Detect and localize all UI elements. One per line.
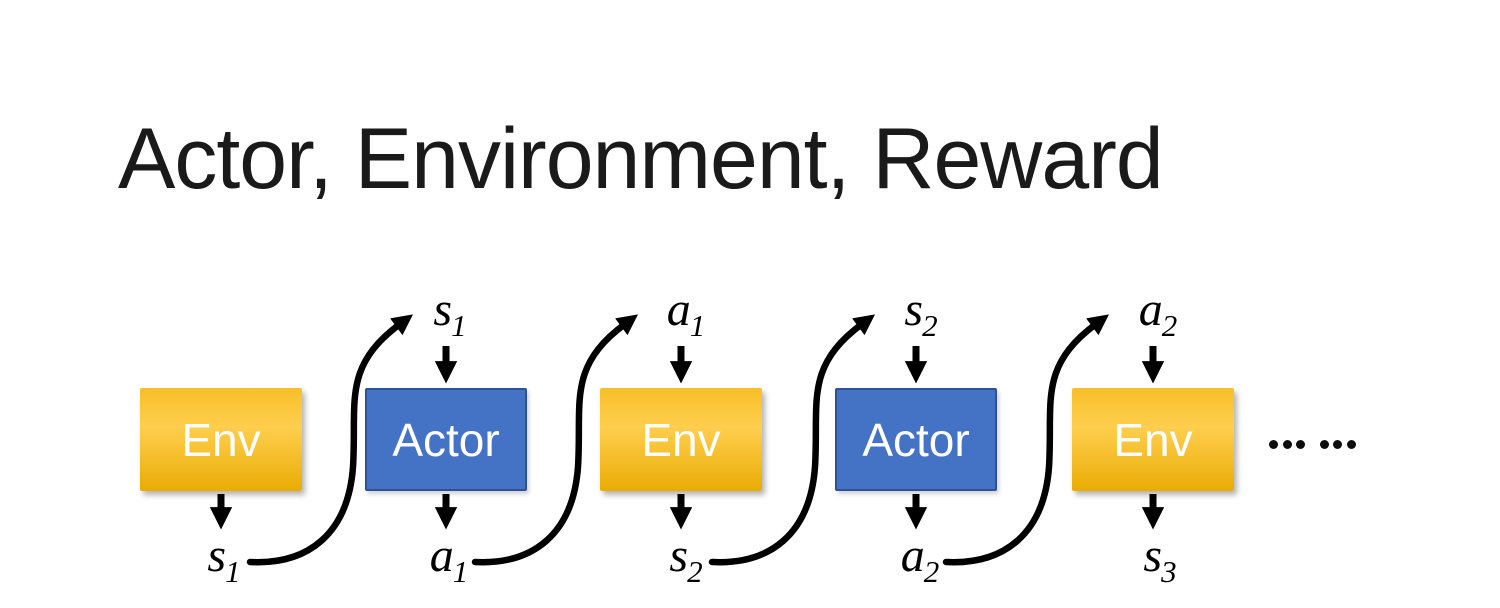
actor-box-2: Actor [835,388,997,491]
bottom-label-s2: s2 [669,529,703,589]
ellipsis-dot [1333,440,1342,449]
ellipsis: …… [1269,440,1360,449]
ellipsis-dot [1346,440,1356,449]
env-box-3: Env [1072,388,1234,491]
env-box-3-label: Env [1113,413,1193,466]
bottom-label-a2: a2 [900,529,940,589]
top-label-a2: a2 [1138,283,1178,343]
env-box-2-label: Env [641,413,721,466]
top-label-s2: s2 [904,283,938,343]
actor-box-1: Actor [365,388,527,491]
bottom-label-s1: s1 [207,529,241,589]
ellipsis-dot [1296,440,1305,449]
env-box-2: Env [600,388,762,491]
actor-box-1-label: Actor [392,413,500,466]
slide-title: Actor, Environment, Reward [118,111,1164,207]
ellipsis-dot [1319,440,1329,449]
env-box-1: Env [140,388,302,491]
top-label-a1: a1 [666,283,706,343]
bottom-label-s3: s3 [1143,529,1177,589]
top-label-s1: s1 [433,283,467,343]
ellipsis-dot [1282,440,1292,449]
bottom-label-a1: a1 [429,529,469,589]
actor-box-2-label: Actor [862,413,970,466]
env-box-1-label: Env [181,413,261,466]
ellipsis-dot [1269,440,1278,449]
